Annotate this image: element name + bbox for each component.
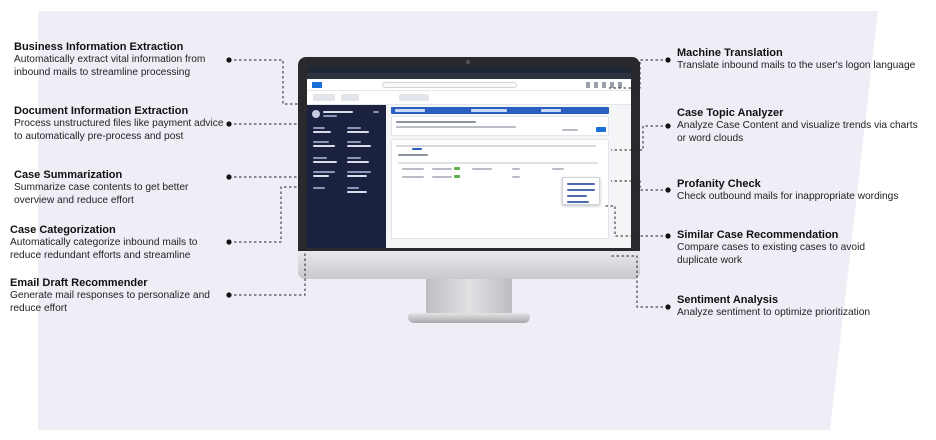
feature-case-categorization: Case Categorization Automatically catego…	[10, 224, 220, 262]
feature-description: Automatically extract vital information …	[14, 54, 206, 78]
feature-title: Email Draft Recommender	[10, 277, 148, 289]
feature-title: Similar Case Recommendation	[677, 229, 839, 241]
feature-description: Analyze Case Content and visualize trend…	[677, 120, 918, 144]
feature-title: Case Categorization	[10, 224, 116, 236]
avatar	[312, 110, 320, 118]
feature-description: Generate mail responses to personalize a…	[10, 290, 210, 314]
app-subheader	[307, 91, 631, 105]
header-icons	[586, 82, 626, 88]
feature-similar-case-recommendation: Similar Case Recommendation Compare case…	[677, 229, 892, 267]
summary-card	[391, 116, 609, 136]
feature-sentiment-analysis: Sentiment Analysis Analyze sentiment to …	[677, 294, 927, 320]
camera-dot	[466, 60, 470, 64]
feature-case-summarization: Case Summarization Summarize case conten…	[14, 169, 214, 207]
monitor-chin	[298, 251, 640, 279]
feature-case-topic-analyzer: Case Topic Analyzer Analyze Case Content…	[677, 107, 922, 145]
browser-url-bar	[307, 73, 631, 79]
feature-description: Analyze sentiment to optimize prioritiza…	[677, 307, 871, 318]
browser-tab-bar	[307, 66, 631, 73]
context-menu	[562, 177, 600, 205]
feature-description: Compare cases to existing cases to avoid…	[677, 242, 865, 266]
feature-title: Sentiment Analysis	[677, 294, 779, 306]
search-input	[382, 82, 517, 88]
feature-description: Automatically categorize inbound mails t…	[10, 237, 198, 261]
feature-business-information-extraction: Business Information Extraction Automati…	[14, 41, 228, 79]
sap-logo-icon	[312, 82, 322, 88]
ai-status-bar	[391, 107, 609, 114]
monitor-stand-base	[408, 313, 530, 323]
feature-description: Process unstructured files like payment …	[14, 118, 224, 142]
app-screen	[307, 66, 631, 248]
feature-title: Business Information Extraction	[14, 41, 184, 53]
feature-email-draft-recommender: Email Draft Recommender Generate mail re…	[10, 277, 225, 315]
monitor-stand-neck	[426, 279, 512, 315]
feature-document-information-extraction: Document Information Extraction Process …	[14, 105, 228, 143]
feature-title: Machine Translation	[677, 47, 783, 59]
feature-description: Check outbound mails for inappropriate w…	[677, 191, 899, 202]
feature-description: Translate inbound mails to the user's lo…	[677, 60, 916, 71]
feature-profanity-check: Profanity Check Check outbound mails for…	[677, 178, 927, 204]
feature-title: Profanity Check	[677, 178, 761, 190]
feature-title: Case Topic Analyzer	[677, 107, 784, 119]
feature-description: Summarize case contents to get better ov…	[14, 182, 189, 206]
feature-title: Document Information Extraction	[14, 105, 189, 117]
app-header	[307, 79, 631, 91]
feature-machine-translation: Machine Translation Translate inbound ma…	[677, 47, 932, 73]
feature-title: Case Summarization	[14, 169, 123, 181]
case-side-panel	[307, 105, 386, 248]
